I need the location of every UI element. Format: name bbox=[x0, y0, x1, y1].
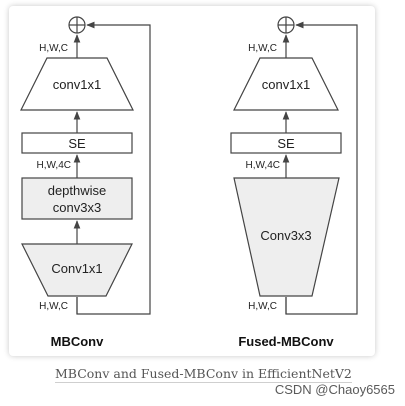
left-conv1x1-bottom-label: Conv1x1 bbox=[51, 261, 102, 276]
left-add-icon bbox=[68, 16, 86, 34]
left-shape-label-bottom: H,W,C bbox=[39, 301, 68, 312]
left-conv1x1-top-label: conv1x1 bbox=[53, 77, 101, 92]
figure-caption: MBConv and Fused-MBConv in EfficientNetV… bbox=[55, 366, 352, 383]
right-se-block bbox=[230, 132, 342, 154]
left-depthwise-label-1: depthwise bbox=[48, 183, 107, 198]
left-conv1x1-bottom-block bbox=[21, 243, 133, 297]
left-depthwise-block bbox=[21, 177, 133, 220]
fused-mbconv-panel: conv1x1 SE Conv3x3 H,W,C H,W,4C H,W,C Fu… bbox=[230, 16, 358, 349]
right-conv3x3-block bbox=[233, 177, 340, 297]
right-conv1x1-top-block bbox=[233, 57, 339, 111]
right-conv3x3-label: Conv3x3 bbox=[260, 228, 311, 243]
left-conv1x1-top-block bbox=[20, 57, 134, 111]
left-depthwise-label-2: conv3x3 bbox=[53, 200, 101, 215]
right-se-label: SE bbox=[277, 136, 295, 151]
right-shape-label-mid: H,W,4C bbox=[246, 160, 280, 171]
left-se-block bbox=[21, 132, 133, 154]
right-shape-label-bottom: H,W,C bbox=[248, 301, 277, 312]
right-add-icon bbox=[277, 16, 295, 34]
right-conv1x1-top-label: conv1x1 bbox=[262, 77, 310, 92]
watermark: CSDN @Chaoy6565 bbox=[274, 382, 395, 397]
left-shape-label-mid: H,W,4C bbox=[37, 160, 71, 171]
right-shape-label-top: H,W,C bbox=[248, 43, 277, 54]
mbconv-panel: conv1x1 SE depthwise conv3x3 Conv1x1 H,W… bbox=[20, 16, 151, 349]
right-panel-title: Fused-MBConv bbox=[238, 334, 334, 349]
left-panel-title: MBConv bbox=[51, 334, 104, 349]
left-shape-label-top: H,W,C bbox=[39, 43, 68, 54]
left-se-label: SE bbox=[68, 136, 86, 151]
